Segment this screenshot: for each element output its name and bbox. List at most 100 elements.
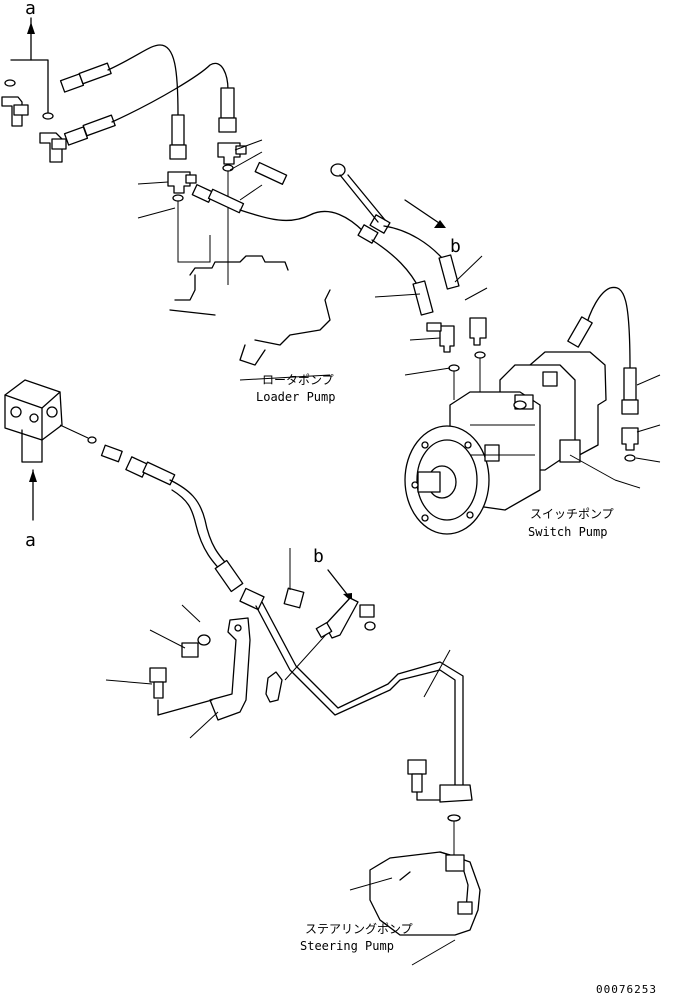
clamp-2	[369, 214, 391, 234]
leader	[181, 604, 201, 623]
hose-end-1	[78, 62, 112, 85]
loader-pump-outline-top	[189, 255, 289, 276]
leader	[636, 424, 661, 433]
leader-steering	[411, 939, 456, 966]
loader-pump-label-jp: ロータポンプ	[262, 373, 334, 387]
bolt-leader-3	[157, 699, 213, 716]
small-bracket	[324, 597, 359, 639]
leader	[454, 255, 483, 283]
elbow-nut-1	[13, 104, 29, 116]
hose-end-4	[220, 87, 235, 119]
hose-lower-1	[169, 479, 233, 571]
o-ring-2	[42, 112, 54, 120]
ref-b-arrow-2	[327, 569, 351, 599]
hose-end-7	[438, 254, 460, 290]
ref-b-arrow	[404, 199, 443, 226]
hose-end-6	[412, 280, 434, 316]
leader	[234, 139, 263, 151]
bolt-head	[330, 163, 346, 177]
leader	[59, 424, 89, 439]
ref-b-bracket-label: b	[313, 546, 324, 567]
leader	[189, 711, 219, 739]
tee-fittings	[167, 87, 247, 285]
switch-block-2	[484, 444, 500, 462]
bolt-long	[254, 161, 288, 185]
mounting-bracket	[105, 548, 305, 739]
elbow-fitting-1	[1, 96, 23, 127]
switch-hose-right	[584, 286, 631, 369]
o-ring-3	[172, 194, 184, 202]
o-ring-8	[87, 436, 97, 444]
arrow-head	[434, 220, 446, 228]
switch-port-cap	[513, 400, 527, 410]
hose-nut-3	[169, 144, 187, 160]
hose-end-3	[171, 114, 185, 146]
hose-end-5	[207, 188, 245, 214]
steering-pipe	[239, 587, 473, 855]
ref-a-top-label: a	[25, 0, 36, 19]
steering-pump-label-jp: ステアリングポンプ	[305, 922, 413, 936]
leader	[149, 629, 186, 649]
connector	[100, 444, 123, 463]
ref-b-right-group: b	[404, 199, 461, 257]
loader-pump-detail	[239, 344, 266, 366]
nut-2	[283, 587, 305, 609]
tee-branch-1	[185, 174, 197, 184]
ref-a-left-label: a	[25, 530, 36, 551]
bolt-head-3	[149, 667, 167, 683]
bolt-head-2	[407, 759, 427, 775]
hose-end-9	[214, 559, 244, 593]
switch-hose-nut	[621, 399, 639, 415]
switch-valve	[542, 371, 558, 387]
hose-end-8	[142, 461, 176, 486]
steering-pump-label-en: Steering Pump	[300, 939, 394, 953]
arrow-head-up	[27, 22, 35, 34]
valve-port-3	[46, 406, 58, 418]
left-hose-ends	[59, 62, 116, 146]
small-nut	[315, 622, 333, 638]
switch-hose-end	[567, 316, 593, 348]
switch-hose-end-2	[623, 367, 637, 401]
o-ring-1	[4, 79, 16, 87]
valve-block	[4, 379, 63, 441]
hose-mid	[239, 209, 365, 233]
ref-b-bracket-group: b	[313, 546, 376, 639]
valve-leader-box	[21, 429, 43, 463]
o-ring-9	[447, 814, 461, 822]
drawing-number: 00076253	[596, 983, 657, 996]
bolt-shaft	[339, 174, 379, 223]
elbow-fitting-3	[439, 325, 455, 353]
steering-pump-fitting	[457, 901, 473, 915]
valve-block-group: a	[4, 379, 123, 551]
hose-to-switch-1	[371, 239, 421, 291]
switch-block	[559, 439, 581, 463]
hose-end-2	[82, 114, 116, 137]
clamp-1	[357, 224, 379, 244]
flange-bolt	[421, 514, 429, 522]
body-detail	[399, 871, 411, 881]
washer	[197, 634, 211, 646]
elbow-stub-3	[426, 322, 442, 332]
o-ring-6	[474, 351, 486, 359]
bracket-hole	[234, 624, 242, 632]
pipe-flange	[439, 784, 473, 803]
flange-bolt	[411, 481, 419, 489]
loader-pump-outline-left	[174, 274, 196, 301]
tee-branch-2	[235, 145, 247, 155]
leader	[404, 367, 451, 376]
nut	[181, 642, 199, 658]
elbow-fitting-4	[469, 317, 487, 346]
hose-to-switch-2	[383, 225, 443, 259]
pipe-nut-top	[239, 587, 265, 611]
loader-pump-label-en: Loader Pump	[256, 390, 335, 404]
loader-pump-outline-right	[254, 289, 331, 346]
ref-a-top-group: a	[1, 0, 67, 163]
loader-pump-base	[169, 309, 216, 316]
switch-pump-label-jp: スイッチポンプ	[530, 507, 614, 521]
leader-switch	[614, 479, 641, 489]
bolt-shaft-2	[411, 773, 423, 793]
steering-pump: ステアリングポンプ Steering Pump	[300, 851, 481, 966]
pipe-line-2	[261, 601, 464, 786]
small-washer	[364, 621, 376, 631]
